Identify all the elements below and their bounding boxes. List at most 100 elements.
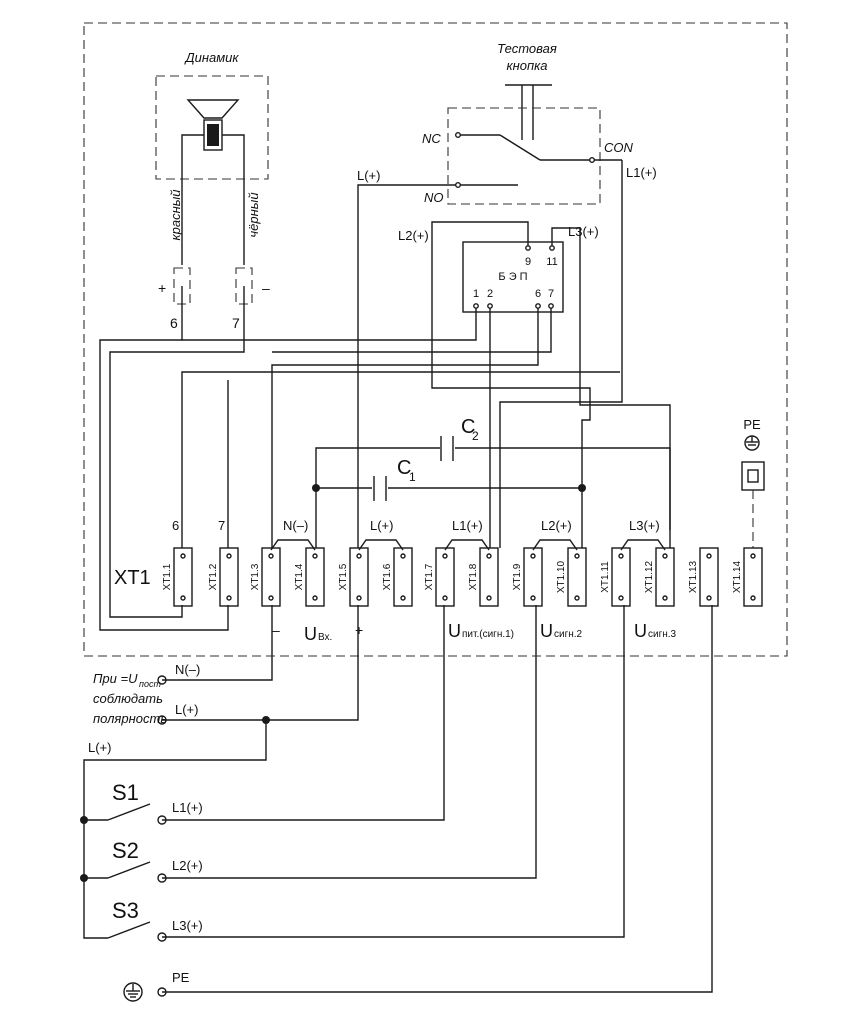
svg-text:C: C xyxy=(461,416,475,438)
switch-s3: S3 xyxy=(112,898,139,923)
pin-7: 7 xyxy=(232,315,240,331)
svg-text:При =U: При =U xyxy=(93,671,138,686)
svg-text:L3(+): L3(+) xyxy=(172,918,203,933)
svg-text:+: + xyxy=(355,622,363,638)
internal-wiring xyxy=(99,160,671,631)
top-label-7: 7 xyxy=(218,518,225,533)
red-wire-label: красный xyxy=(168,189,183,240)
terminal-label: XT1.11 xyxy=(600,561,611,593)
terminal xyxy=(611,547,631,607)
terminal xyxy=(699,547,719,607)
terminal xyxy=(393,547,413,607)
svg-text:N(–): N(–) xyxy=(175,662,200,677)
wire-l-label: L(+) xyxy=(357,168,380,183)
svg-text:U: U xyxy=(634,621,647,641)
terminal-label: XT1.9 xyxy=(512,563,523,590)
wire-l2-label: L2(+) xyxy=(398,228,429,243)
terminal xyxy=(305,547,325,607)
svg-text:6: 6 xyxy=(535,288,541,300)
button-title-2: кнопка xyxy=(506,58,547,73)
svg-text:L(+): L(+) xyxy=(175,702,198,717)
svg-text:полярность: полярность xyxy=(93,711,167,726)
terminal-label: XT1.14 xyxy=(732,560,743,593)
svg-text:Вх.: Вх. xyxy=(318,632,332,643)
terminal xyxy=(219,547,239,607)
svg-text:7: 7 xyxy=(548,288,554,300)
terminal xyxy=(479,547,499,607)
top-label-l2: L2(+) xyxy=(541,518,572,533)
no-label: NO xyxy=(424,190,444,205)
terminal xyxy=(523,547,543,607)
svg-text:U: U xyxy=(304,624,317,644)
junction-dot xyxy=(312,484,320,492)
terminal xyxy=(349,547,369,607)
svg-text:пит.(сигн.1): пит.(сигн.1) xyxy=(462,629,514,640)
terminal-label: XT1.1 xyxy=(162,563,173,590)
enclosure-border xyxy=(83,22,788,657)
svg-text:L2(+): L2(+) xyxy=(172,858,203,873)
pin-6: 6 xyxy=(170,315,178,331)
svg-text:2: 2 xyxy=(472,429,479,443)
top-label-l: L(+) xyxy=(370,518,393,533)
junction-dot xyxy=(578,484,586,492)
svg-text:U: U xyxy=(448,621,461,641)
terminal-label: XT1.10 xyxy=(556,560,567,593)
terminal-label: XT1.5 xyxy=(338,563,349,590)
terminal-label: XT1.13 xyxy=(688,560,699,593)
switch-s1: S1 xyxy=(112,780,139,805)
terminal-label: XT1.12 xyxy=(644,560,655,593)
svg-text:соблюдать: соблюдать xyxy=(93,691,163,706)
svg-text:U: U xyxy=(540,621,553,641)
external-wiring xyxy=(83,605,713,993)
top-label-l3: L3(+) xyxy=(629,518,660,533)
svg-text:сигн.3: сигн.3 xyxy=(648,629,677,640)
con-label: CON xyxy=(604,140,634,155)
speaker: Динамик красный чёрный + – 6 7 xyxy=(155,50,270,332)
plus-sign: + xyxy=(158,280,166,296)
capacitor-c1: C 1 xyxy=(373,457,416,501)
capacitor-c2: C 2 xyxy=(440,416,479,461)
svg-text:2: 2 xyxy=(487,288,493,300)
svg-text:–: – xyxy=(272,622,280,638)
svg-text:пост: пост xyxy=(139,679,161,689)
bep-title: Б Э П xyxy=(498,271,527,283)
minus-sign: – xyxy=(262,280,270,296)
wire-l3-label: L3(+) xyxy=(568,224,599,239)
bep-module: Б Э П 9 11 1 2 6 7 xyxy=(462,241,564,313)
test-button: Тестовая кнопка NC NO CON xyxy=(380,41,634,205)
ground-icon xyxy=(123,982,143,1002)
pe-terminal: PE xyxy=(741,417,765,548)
svg-text:сигн.2: сигн.2 xyxy=(554,629,583,640)
terminal xyxy=(655,547,675,607)
terminal xyxy=(261,547,281,607)
black-wire-label: чёрный xyxy=(246,192,261,237)
terminal-label: XT1.6 xyxy=(382,563,393,590)
wire-l1-label: L1(+) xyxy=(626,165,657,180)
button-title-1: Тестовая xyxy=(497,41,557,56)
svg-text:C: C xyxy=(397,457,411,479)
top-label-6: 6 xyxy=(172,518,179,533)
svg-text:L(+): L(+) xyxy=(88,740,111,755)
terminal xyxy=(435,547,455,607)
svg-text:1: 1 xyxy=(473,288,479,300)
svg-text:1: 1 xyxy=(409,470,416,484)
top-label-l1: L1(+) xyxy=(452,518,483,533)
nc-label: NC xyxy=(422,131,441,146)
speaker-icon xyxy=(186,99,240,119)
svg-text:11: 11 xyxy=(546,256,557,268)
xt1-label: XT1 xyxy=(114,567,151,589)
terminal-label: XT1.8 xyxy=(468,563,479,590)
terminal-label: XT1.2 xyxy=(208,563,219,590)
speaker-title: Динамик xyxy=(183,50,239,65)
switch-s2: S2 xyxy=(112,838,139,863)
svg-text:PE: PE xyxy=(743,417,761,432)
svg-text:9: 9 xyxy=(525,256,531,268)
terminal xyxy=(567,547,587,607)
terminal-label: XT1.3 xyxy=(250,563,261,590)
terminal xyxy=(743,547,763,607)
terminal xyxy=(173,547,193,607)
top-label-n: N(–) xyxy=(283,518,308,533)
terminal-label: XT1.7 xyxy=(424,563,435,590)
terminal-label: XT1.4 xyxy=(294,563,305,590)
